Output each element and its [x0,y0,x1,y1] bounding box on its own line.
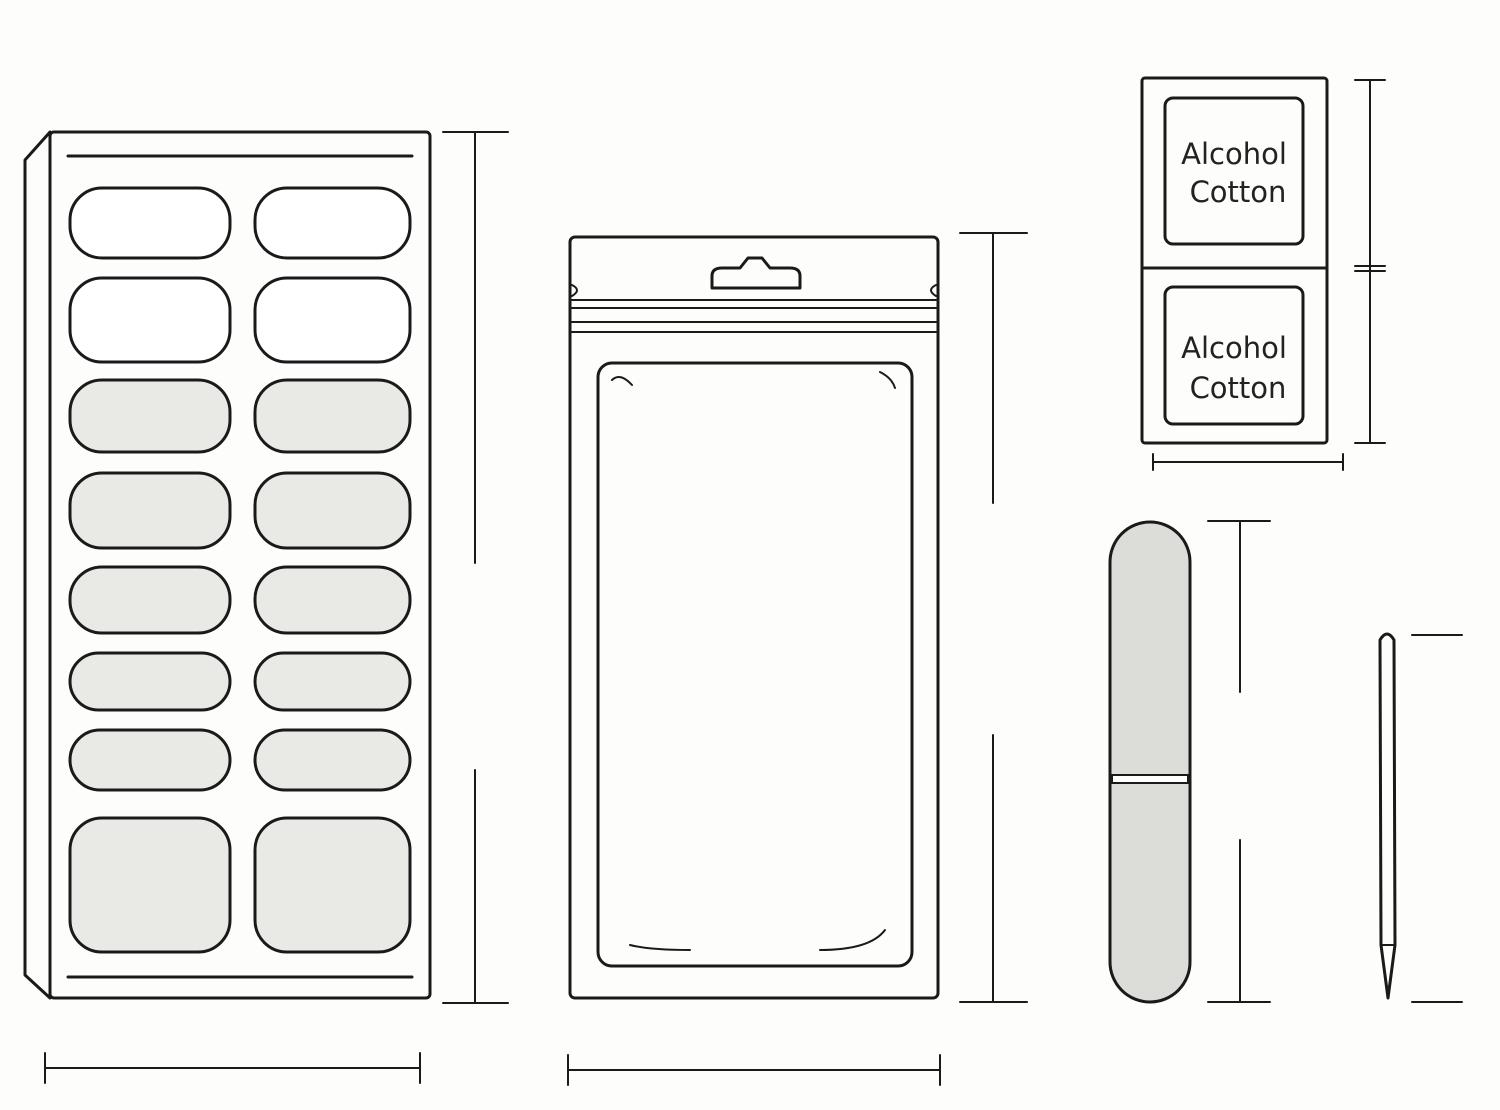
pad-label-line1: Alcohol [1181,137,1287,171]
bag-window [596,361,914,968]
zip-bag [568,235,940,1000]
nail-slot [68,186,232,260]
nail-slot [253,276,412,364]
alcohol-pad: Alcohol Cotton [1163,96,1305,246]
nail-tray [23,130,432,1000]
nail-slot [68,565,232,635]
file-height-dimension [1207,520,1271,1003]
nail-slot [68,816,232,954]
nail-file [1108,520,1192,1004]
bag-width-dimension [567,1054,941,1086]
pad-label-line2: Cotton [1190,371,1287,405]
tray-height-dimension [442,131,509,1004]
nail-slot [253,728,412,792]
nail-slot [253,816,412,954]
nail-slot [253,186,412,260]
nail-slot [68,276,232,364]
stick-height-dimension [1411,634,1463,1003]
nail-slot [68,651,232,712]
tray-body [48,130,432,1000]
bag-height-dimension [959,232,1028,1003]
nail-slot [68,378,232,454]
nail-slot [253,565,412,635]
nail-slot [68,471,232,550]
alcohol-pads: Alcohol Cotton Alcohol Cotton [1140,76,1329,445]
nail-slot [253,651,412,712]
cuticle-stick [1378,632,1397,1000]
tray-bevel [23,130,52,1000]
pad-label-line1: Alcohol [1181,331,1287,365]
pads-height-dimension [1354,79,1386,444]
pads-width-dimension [1152,453,1344,471]
tray-width-dimension [44,1052,421,1084]
nail-slot [253,378,412,454]
hang-hole [710,256,802,290]
pad-label-line2: Cotton [1190,175,1287,209]
nail-slot [68,728,232,792]
alcohol-pad: Alcohol Cotton [1163,285,1305,426]
nail-slot [253,471,412,550]
